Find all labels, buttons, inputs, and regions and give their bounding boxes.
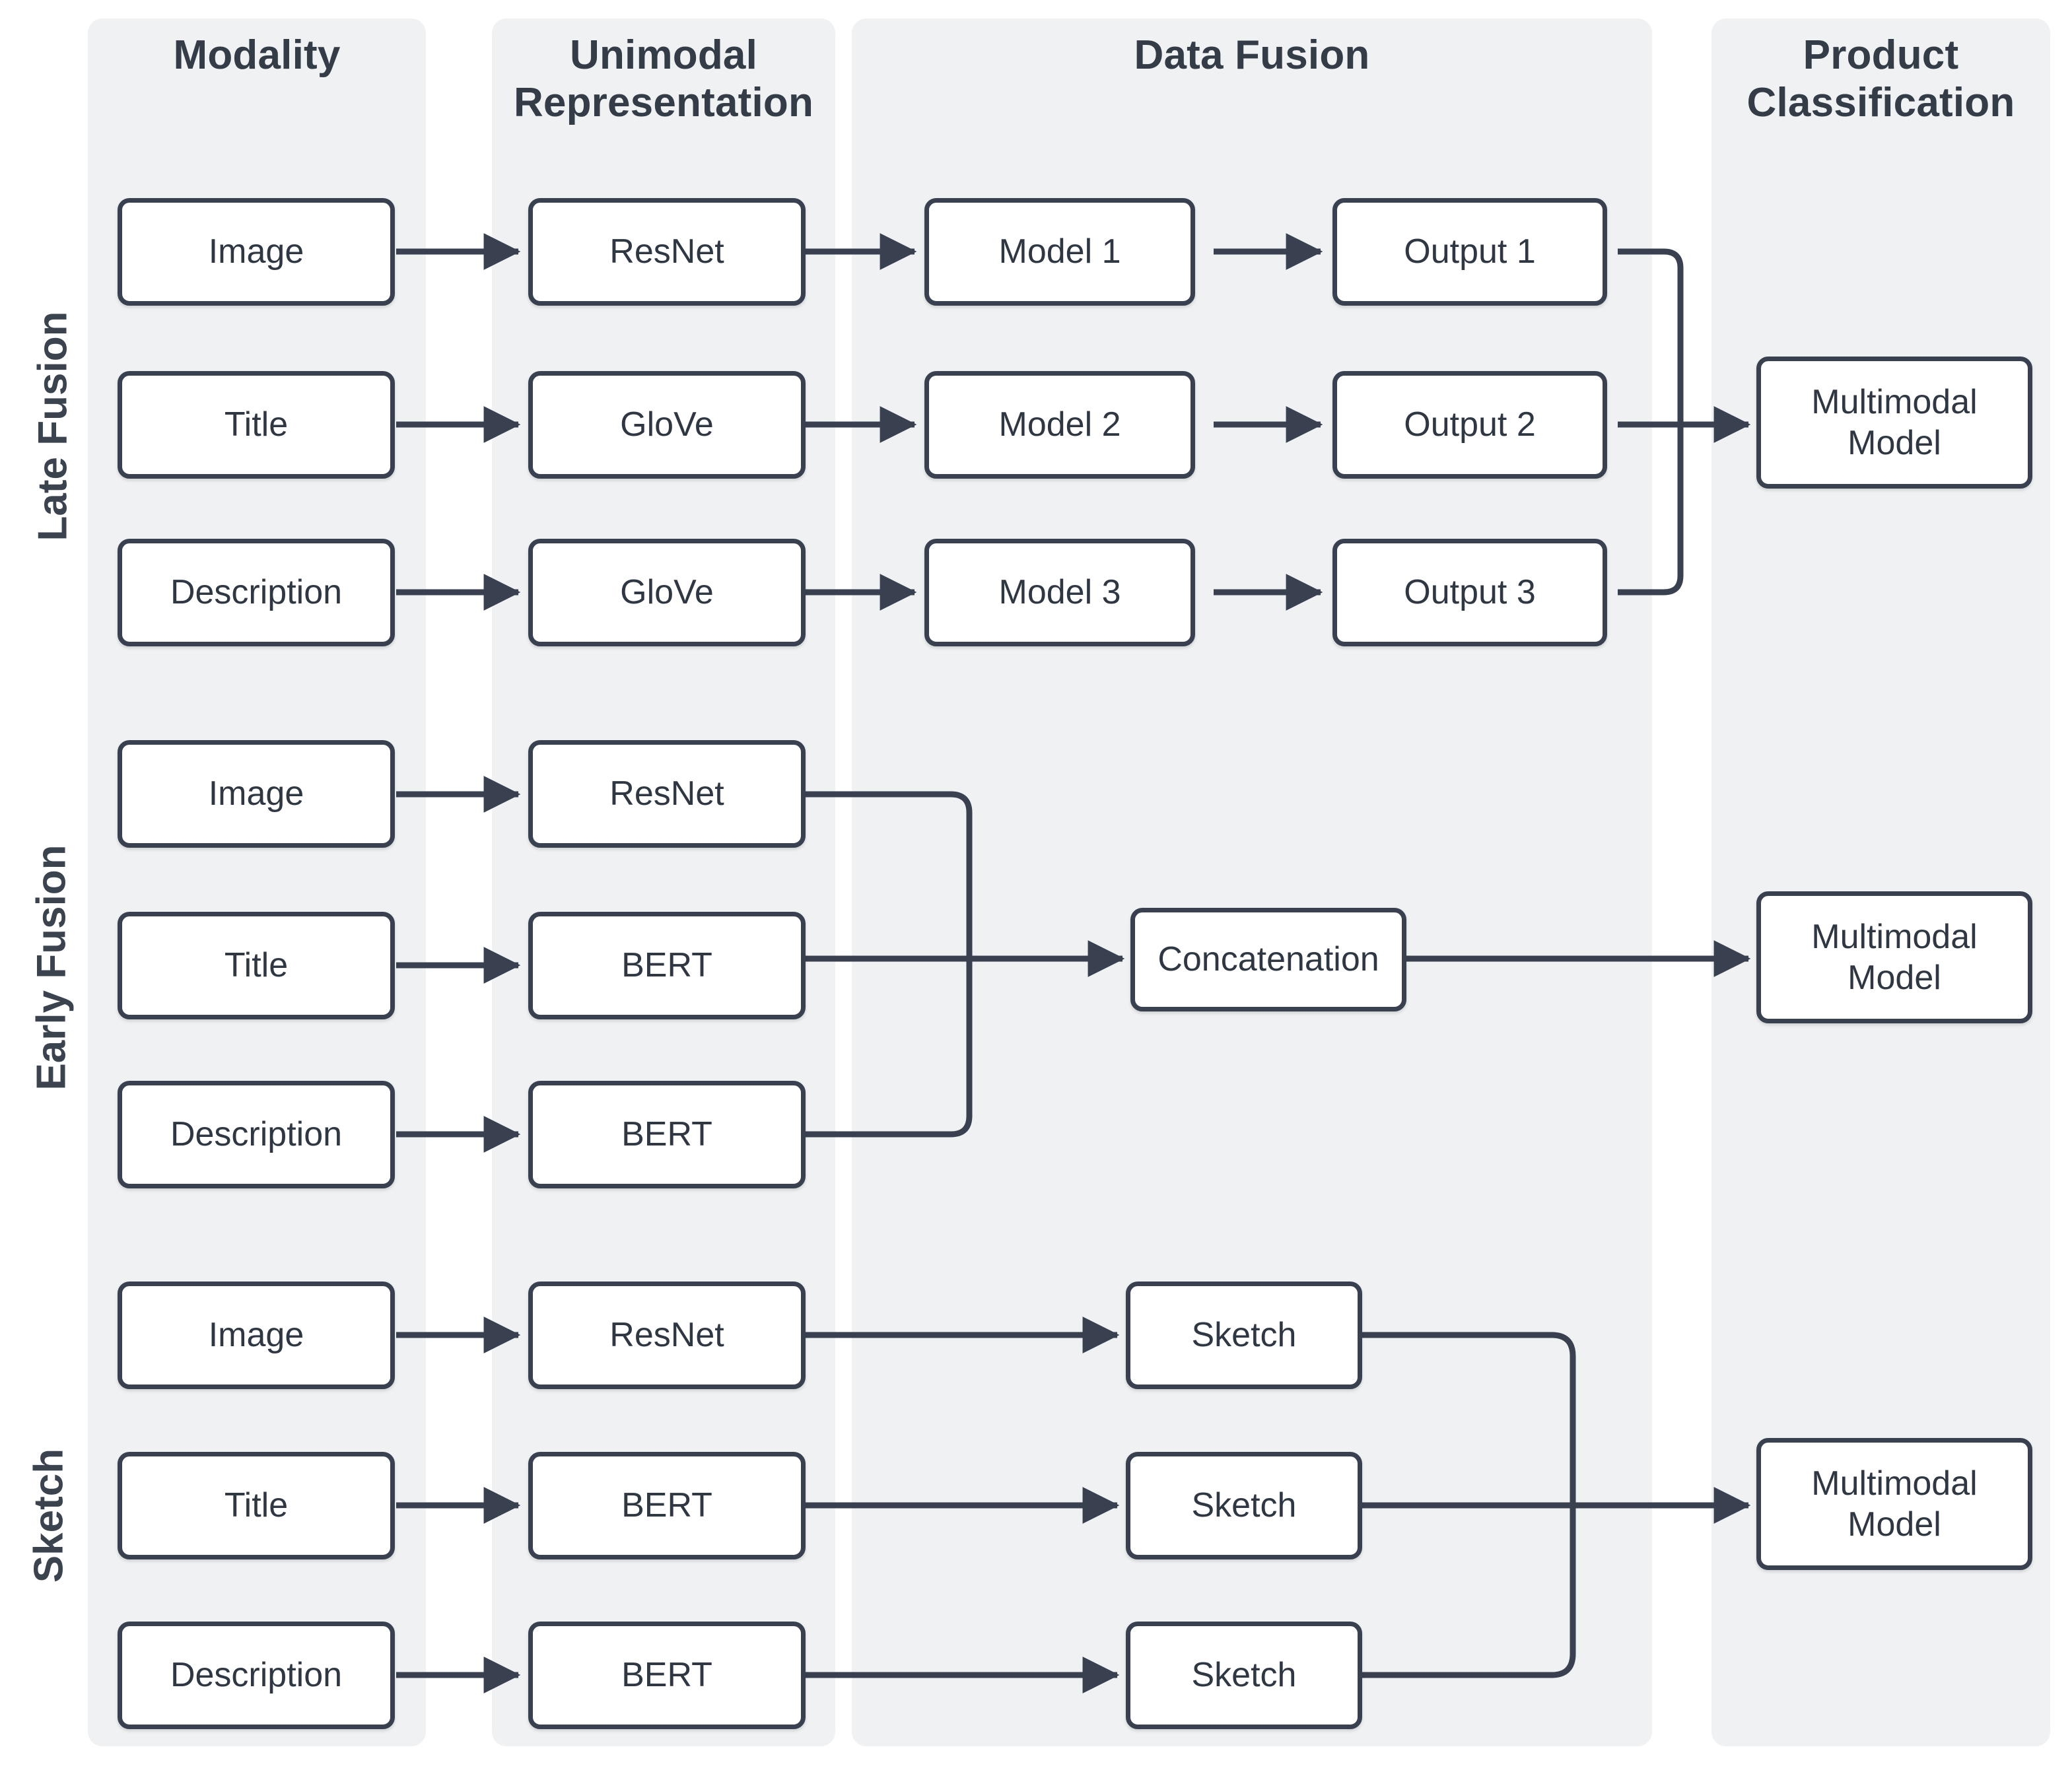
node-label: ResNet	[609, 1316, 724, 1355]
node-sketch-fusion-2[interactable]: Sketch	[1126, 1452, 1362, 1559]
column-title-modality: Modality	[88, 32, 426, 79]
node-label: Concatenation	[1157, 940, 1379, 979]
node-label: Description	[170, 573, 343, 612]
node-late-model-1[interactable]: Model 1	[924, 198, 1195, 306]
row-label-late-fusion: Late Fusion	[30, 311, 76, 541]
node-label: Output 2	[1404, 405, 1536, 444]
node-label: Output 3	[1404, 573, 1536, 612]
node-sketch-modality-title[interactable]: Title	[118, 1452, 395, 1559]
node-late-output-1[interactable]: Output 1	[1332, 198, 1607, 306]
node-early-unimodal-bert-title[interactable]: BERT	[528, 912, 806, 1019]
column-title-unimodal-representation: Unimodal Representation	[492, 32, 835, 127]
column-title-unimodal-line2: Representation	[513, 79, 814, 125]
column-title-product-classification: Product Classification	[1711, 32, 2050, 127]
node-late-modality-image[interactable]: Image	[118, 198, 395, 306]
node-label: BERT	[621, 1115, 712, 1154]
node-sketch-fusion-1[interactable]: Sketch	[1126, 1282, 1362, 1389]
node-label-line1: Multimodal	[1811, 1464, 1978, 1503]
node-label: Description	[170, 1656, 343, 1695]
node-label-line2: Model	[1848, 1505, 1941, 1544]
column-title-classification-line2: Classification	[1746, 79, 2015, 125]
node-label: Title	[224, 405, 289, 444]
node-label: BERT	[621, 946, 712, 985]
node-label-line1: Multimodal	[1811, 917, 1978, 956]
column-title-modality-text: Modality	[173, 32, 341, 78]
node-late-unimodal-glove-description[interactable]: GloVe	[528, 539, 806, 646]
node-label-line2: Model	[1848, 959, 1941, 997]
node-label: Output 1	[1404, 232, 1536, 271]
node-label: BERT	[621, 1486, 712, 1525]
node-label: GloVe	[620, 573, 714, 612]
node-sketch-modality-description[interactable]: Description	[118, 1622, 395, 1729]
node-sketch-unimodal-resnet[interactable]: ResNet	[528, 1282, 806, 1389]
node-late-output-3[interactable]: Output 3	[1332, 539, 1607, 646]
node-label: Image	[208, 1316, 304, 1355]
node-label: BERT	[621, 1656, 712, 1695]
node-late-modality-title[interactable]: Title	[118, 371, 395, 479]
column-title-classification-line1: Product	[1803, 32, 1959, 78]
node-label: Title	[224, 1486, 289, 1525]
column-title-data-fusion-text: Data Fusion	[1134, 32, 1370, 78]
node-late-unimodal-resnet[interactable]: ResNet	[528, 198, 806, 306]
node-late-model-3[interactable]: Model 3	[924, 539, 1195, 646]
node-label: Sketch	[1191, 1656, 1297, 1695]
node-label: ResNet	[609, 774, 724, 813]
node-label: Model 2	[998, 405, 1121, 444]
node-label: Title	[224, 946, 289, 985]
row-label-sketch: Sketch	[26, 1448, 72, 1583]
node-label: Image	[208, 774, 304, 813]
node-sketch-fusion-3[interactable]: Sketch	[1126, 1622, 1362, 1729]
node-early-unimodal-bert-description[interactable]: BERT	[528, 1081, 806, 1188]
node-label-line1: Multimodal	[1811, 382, 1978, 421]
column-title-data-fusion: Data Fusion	[852, 32, 1652, 79]
column-title-unimodal-line1: Unimodal	[569, 32, 758, 78]
node-early-multimodal-model[interactable]: Multimodal Model	[1756, 891, 2032, 1023]
node-early-unimodal-resnet[interactable]: ResNet	[528, 740, 806, 848]
node-late-multimodal-model[interactable]: Multimodal Model	[1756, 357, 2032, 489]
node-early-concatenation[interactable]: Concatenation	[1130, 908, 1406, 1011]
node-early-modality-image[interactable]: Image	[118, 740, 395, 848]
node-label: Sketch	[1191, 1486, 1297, 1525]
node-sketch-unimodal-bert-title[interactable]: BERT	[528, 1452, 806, 1559]
row-label-early-fusion: Early Fusion	[28, 844, 75, 1091]
node-label: Description	[170, 1115, 343, 1154]
node-label: Image	[208, 232, 304, 271]
node-late-modality-description[interactable]: Description	[118, 539, 395, 646]
node-label: GloVe	[620, 405, 714, 444]
node-sketch-modality-image[interactable]: Image	[118, 1282, 395, 1389]
node-label: Sketch	[1191, 1316, 1297, 1355]
node-label-line2: Model	[1848, 424, 1941, 462]
node-label: ResNet	[609, 232, 724, 271]
node-sketch-unimodal-bert-description[interactable]: BERT	[528, 1622, 806, 1729]
node-late-output-2[interactable]: Output 2	[1332, 371, 1607, 479]
node-late-model-2[interactable]: Model 2	[924, 371, 1195, 479]
node-late-unimodal-glove-title[interactable]: GloVe	[528, 371, 806, 479]
node-early-modality-description[interactable]: Description	[118, 1081, 395, 1188]
node-label: Model 3	[998, 573, 1121, 612]
node-early-modality-title[interactable]: Title	[118, 912, 395, 1019]
node-label: Model 1	[998, 232, 1121, 271]
node-sketch-multimodal-model[interactable]: Multimodal Model	[1756, 1438, 2032, 1570]
